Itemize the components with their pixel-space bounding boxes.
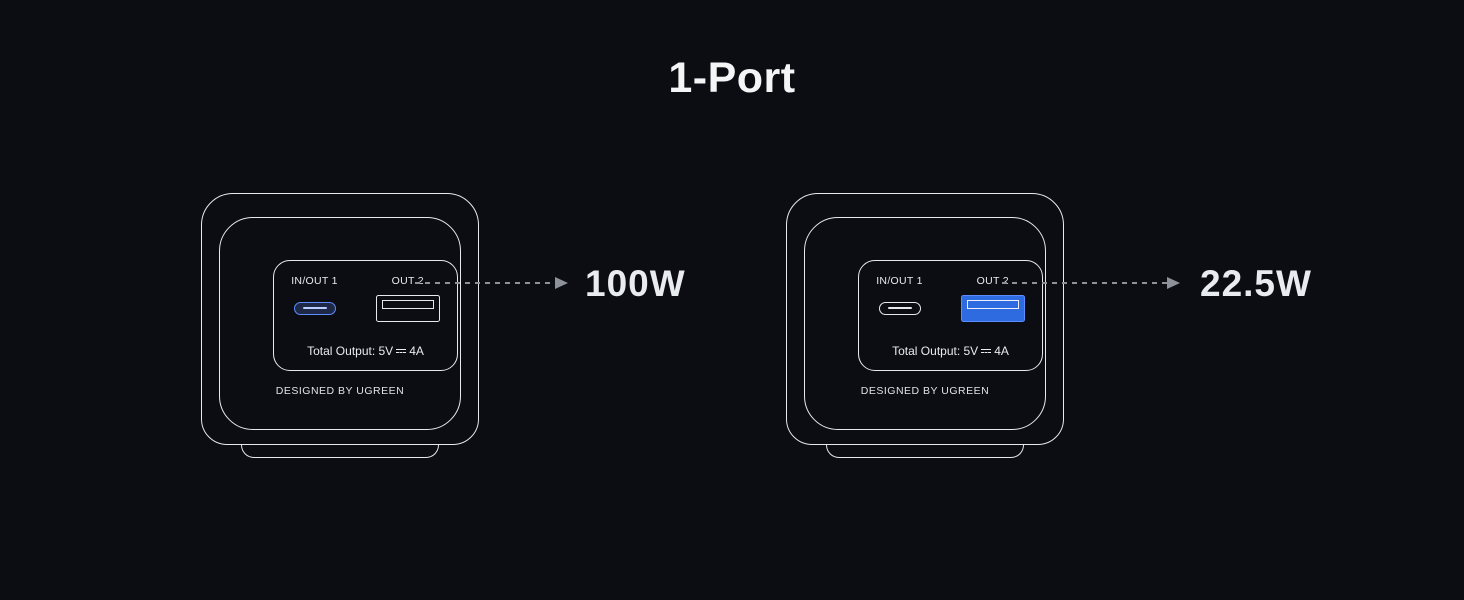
total-output-prefix: Total Output: 5V — [892, 344, 979, 358]
total-output-prefix: Total Output: 5V — [307, 344, 394, 358]
dc-symbol-solid-line — [396, 348, 407, 350]
dc-symbol-dashed-line — [396, 352, 407, 354]
charger-base — [241, 444, 439, 458]
port-label: IN/OUT 1 — [291, 275, 338, 287]
ports-panel: IN/OUT 1 OUT 2 — [273, 260, 458, 371]
total-output-suffix: 4A — [409, 344, 424, 358]
port-group-usbc: IN/OUT 1 — [876, 275, 923, 323]
port-label: OUT 2 — [976, 275, 1009, 287]
usb-c-contact-pin — [302, 306, 327, 310]
port-label: OUT 2 — [391, 275, 424, 287]
wattage-label-usbc: 100W — [585, 263, 686, 304]
usb-a-port — [960, 294, 1025, 322]
port-slot — [375, 293, 440, 323]
port-slot — [960, 293, 1025, 323]
total-output-line: Total Output: 5V 4A — [307, 344, 424, 358]
total-output-line: Total Output: 5V 4A — [892, 344, 1009, 358]
dc-symbol-icon — [396, 348, 407, 354]
usb-a-tongue — [381, 299, 434, 309]
dashed-arrow-usbc-output — [415, 277, 568, 289]
port-slot — [878, 293, 921, 323]
dashed-arrow-usba-output — [1002, 277, 1180, 289]
charger-body-outline — [786, 193, 1064, 445]
port-slot — [293, 293, 336, 323]
designed-by-label: DESIGNED BY UGREEN — [860, 385, 990, 397]
charger-diagram-usbc: IN/OUT 1 OUT 2 — [195, 193, 485, 471]
charger-face: IN/OUT 1 OUT 2 — [219, 217, 461, 430]
usb-c-port — [293, 301, 336, 315]
charger-diagram-usba: IN/OUT 1 OUT 2 — [780, 193, 1070, 471]
page-title: 1-Port — [668, 54, 796, 102]
wattage-label-usba: 22.5W — [1200, 263, 1312, 304]
ports-panel: IN/OUT 1 OUT 2 — [858, 260, 1043, 371]
ports-row: IN/OUT 1 OUT 2 — [876, 275, 1025, 323]
charger-face: IN/OUT 1 OUT 2 — [804, 217, 1046, 430]
usb-c-port — [878, 301, 921, 315]
usb-a-port — [375, 294, 440, 322]
charger-base — [826, 444, 1024, 458]
total-output-suffix: 4A — [994, 344, 1009, 358]
dc-symbol-dashed-line — [981, 352, 992, 354]
dc-symbol-icon — [981, 348, 992, 354]
charger-body-outline — [201, 193, 479, 445]
port-group-usba: OUT 2 — [960, 275, 1025, 323]
usb-a-tongue — [966, 299, 1019, 309]
designed-by-label: DESIGNED BY UGREEN — [275, 385, 405, 397]
port-group-usbc: IN/OUT 1 — [291, 275, 338, 323]
port-group-usba: OUT 2 — [375, 275, 440, 323]
usb-c-contact-pin — [887, 306, 912, 310]
dc-symbol-solid-line — [981, 348, 992, 350]
port-label: IN/OUT 1 — [876, 275, 923, 287]
ports-row: IN/OUT 1 OUT 2 — [291, 275, 440, 323]
